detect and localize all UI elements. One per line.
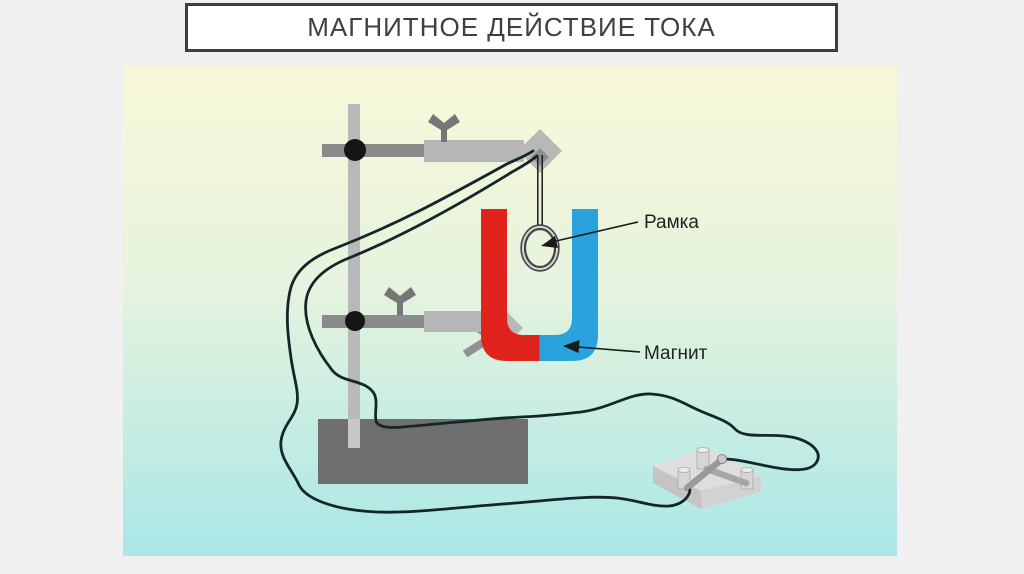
clamp-knob [344,139,366,161]
label-frame: Рамка [644,212,699,233]
circuit-wires [279,149,820,514]
wing-nut-icon [428,114,460,142]
switch-terminal-post [696,446,710,470]
suspension-thread [537,155,543,230]
switch-crossbar [703,465,750,487]
switch-base-front-left [653,466,701,509]
arrowhead-to-magnet [563,340,580,353]
clamp-knob [345,311,365,331]
top-clamp [322,114,562,173]
wing-nut-icon [384,287,416,315]
physics-diagram [279,104,820,514]
switch-lever-ball [717,454,727,464]
experiment-illustration [123,66,897,556]
title-box: МАГНИТНОЕ ДЕЙСТВИЕ ТОКА [185,3,838,52]
slide-title: МАГНИТНОЕ ДЕЙСТВИЕ ТОКА [307,12,716,42]
label-pointers [541,221,641,353]
stand-rod [348,104,360,448]
stand-rod-in-base [348,419,360,448]
wire-left-lead [279,149,692,514]
switch-key [653,446,761,509]
label-magnet: Магнит [644,343,708,364]
arrowhead-to-frame [541,236,558,248]
switch-lever [683,457,724,492]
u-magnet [481,209,598,361]
wire-frame-loop [520,224,560,272]
wire-right-lead [304,154,820,472]
